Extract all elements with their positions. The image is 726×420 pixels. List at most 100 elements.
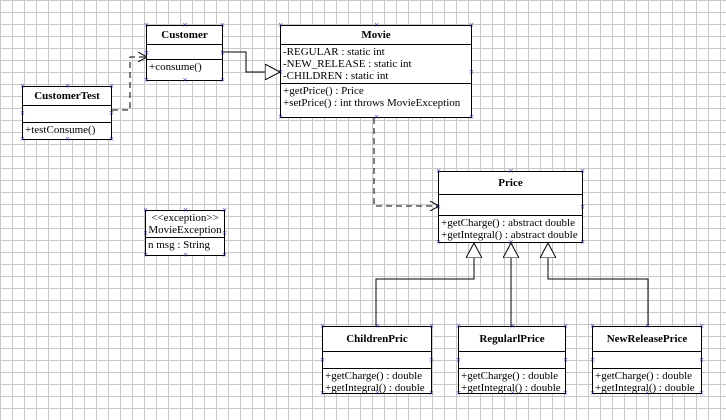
- class-price-operations: +getCharge() : abstract double +getInteg…: [439, 216, 582, 242]
- resize-handle-icon: ×: [509, 321, 516, 331]
- resize-handle-icon: ×: [589, 321, 596, 331]
- operation: +consume(): [149, 61, 202, 73]
- class-movieexception-attributes: n msg : String: [146, 238, 224, 252]
- class-customertest-attributes: [23, 106, 111, 123]
- resize-handle-icon: ×: [562, 355, 569, 365]
- attribute: n msg : String: [148, 239, 211, 251]
- attribute: -NEW_RELEASE : static int: [283, 58, 412, 70]
- class-childrenpric-attributes: [323, 352, 431, 369]
- resize-handle-icon: ×: [142, 205, 149, 215]
- resize-handle-icon: ×: [221, 205, 228, 215]
- dependency-movie-price[interactable]: [373, 118, 439, 206]
- class-customertest-operations: +testConsume(): [23, 123, 111, 137]
- class-movie-attributes: -REGULAR : static int -NEW_RELEASE : sta…: [281, 45, 471, 84]
- resize-handle-icon: ×: [455, 321, 462, 331]
- resize-handle-icon: ×: [455, 388, 462, 398]
- resize-handle-icon: ×: [182, 75, 188, 85]
- class-customer-operations: +consume(): [147, 60, 222, 74]
- resize-handle-icon: ×: [435, 166, 442, 176]
- resize-handle-icon: ×: [277, 20, 284, 30]
- operation: +getIntegral() : double: [325, 382, 425, 394]
- attribute: -REGULAR : static int: [283, 46, 385, 58]
- resize-handle-icon: ×: [142, 228, 149, 238]
- resize-handle-icon: ×: [374, 321, 381, 331]
- operation: +getPrice() : Price: [283, 85, 364, 97]
- dependency-customertest-customer[interactable]: [112, 57, 147, 111]
- resize-handle-icon: ×: [108, 81, 115, 91]
- resize-handle-icon: ×: [468, 20, 475, 30]
- class-regularprice-operations: +getCharge() : double +getIntegral() : d…: [459, 369, 565, 395]
- class-regularprice-attributes: [459, 352, 565, 369]
- resize-handle-icon: ×: [428, 321, 435, 331]
- association-customer-movie[interactable]: [222, 51, 280, 72]
- resize-handle-icon: ×: [64, 81, 71, 91]
- resize-handle-icon: ×: [221, 228, 228, 238]
- resize-handle-icon: ×: [428, 388, 435, 398]
- resize-handle-icon: ×: [143, 48, 150, 58]
- class-movie-operations: +getPrice() : Price +setPrice() : int th…: [281, 84, 471, 110]
- stereotype-label: <<exception>>: [151, 212, 219, 224]
- resize-handle-icon: ×: [455, 355, 462, 365]
- operation: +getIntegral() : abstract double: [441, 229, 578, 241]
- resize-handle-icon: ×: [221, 250, 228, 260]
- resize-handle-icon: ×: [644, 388, 651, 398]
- class-childrenpric[interactable]: ChildrenPric +getCharge() : double +getI…: [322, 326, 432, 394]
- class-newreleaseprice-attributes: [593, 352, 701, 369]
- resize-handle-icon: ×: [435, 202, 442, 212]
- resize-handle-icon: ×: [219, 48, 226, 58]
- resize-handle-icon: ×: [143, 75, 150, 85]
- resize-handle-icon: ×: [373, 20, 380, 30]
- resize-handle-icon: ×: [508, 237, 514, 247]
- class-childrenpric-operations: +getCharge() : double +getIntegral() : d…: [323, 369, 431, 395]
- class-customer[interactable]: Customer +consume(): [146, 25, 223, 81]
- generalization-newreleaseprice-price[interactable]: [548, 243, 649, 326]
- resize-handle-icon: ×: [142, 250, 149, 260]
- class-customer-name: Customer: [147, 26, 222, 45]
- resize-handle-icon: ×: [435, 237, 442, 247]
- class-movie[interactable]: Movie -REGULAR : static int -NEW_RELEASE…: [280, 25, 472, 118]
- resize-handle-icon: ×: [579, 202, 586, 212]
- resize-handle-icon: ×: [579, 166, 586, 176]
- class-movieexception-name: MovieException: [148, 224, 222, 236]
- generalization-childrenpric-price[interactable]: [375, 243, 474, 326]
- resize-handle-icon: ×: [108, 134, 115, 144]
- resize-handle-icon: ×: [182, 250, 189, 260]
- resize-handle-icon: ×: [698, 388, 705, 398]
- resize-handle-icon: ×: [19, 134, 26, 144]
- class-newreleaseprice-name: NewReleasePrice: [593, 327, 701, 352]
- class-customer-attributes: [147, 45, 222, 60]
- resize-handle-icon: ×: [468, 112, 475, 122]
- class-price-name: Price: [439, 172, 582, 195]
- resize-handle-icon: ×: [698, 355, 705, 365]
- class-regularprice[interactable]: RegularlPrice +getCharge() : double +get…: [458, 326, 566, 394]
- resize-handle-icon: ×: [468, 66, 475, 77]
- resize-handle-icon: ×: [182, 20, 188, 30]
- class-movieexception-header: <<exception>> MovieException: [146, 211, 224, 238]
- class-regularprice-name: RegularlPrice: [459, 327, 565, 352]
- class-newreleaseprice[interactable]: NewReleasePrice +getCharge() : double +g…: [592, 326, 702, 394]
- class-movieexception[interactable]: <<exception>> MovieException n msg : Str…: [145, 210, 225, 256]
- resize-handle-icon: ×: [319, 388, 326, 398]
- resize-handle-icon: ×: [319, 355, 326, 365]
- resize-handle-icon: ×: [19, 108, 26, 118]
- resize-handle-icon: ×: [589, 355, 596, 365]
- resize-handle-icon: ×: [428, 355, 435, 365]
- resize-handle-icon: ×: [143, 20, 150, 30]
- operation: +getIntegral() : double: [595, 382, 695, 394]
- operation: +getCharge() : double: [595, 370, 693, 382]
- resize-handle-icon: ×: [562, 321, 569, 331]
- resize-handle-icon: ×: [698, 321, 705, 331]
- class-price[interactable]: Price +getCharge() : abstract double +ge…: [438, 171, 583, 243]
- operation: +getIntegral() : double: [461, 382, 561, 394]
- class-customertest[interactable]: CustomerTest +testConsume(): [22, 86, 112, 140]
- resize-handle-icon: ×: [509, 388, 516, 398]
- resize-handle-icon: ×: [277, 112, 284, 122]
- resize-handle-icon: ×: [374, 388, 381, 398]
- resize-handle-icon: ×: [182, 205, 189, 215]
- resize-handle-icon: ×: [219, 75, 226, 85]
- resize-handle-icon: ×: [108, 108, 115, 118]
- operation: +setPrice() : int throws MovieException: [283, 97, 461, 109]
- resize-handle-icon: ×: [277, 66, 284, 77]
- operation: +getCharge() : double: [461, 370, 559, 382]
